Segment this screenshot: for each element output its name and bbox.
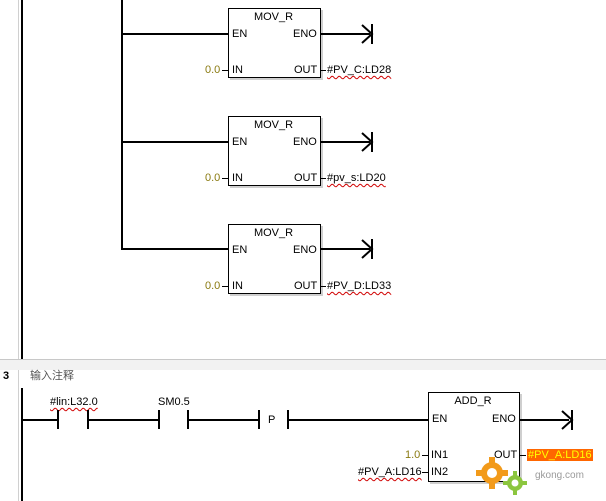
out-stub-3 [320,286,326,287]
add-in1-value[interactable]: 1.0 [405,449,421,461]
gkong-watermark-logo [476,457,527,495]
add-r-block[interactable] [428,392,520,482]
eno-wire-1 [320,33,370,35]
in-stub-3 [222,286,228,287]
mov-r-title-3: MOV_R [253,227,294,239]
out-value-1[interactable]: #PV_C:LD28 [327,64,392,76]
in-stub-2 [222,178,228,179]
rung-wire-d [288,419,428,421]
in-value-3[interactable]: 0.0 [205,280,221,292]
branch-vertical-wire [121,0,123,250]
add-out-value[interactable]: #PV_A:LD16 [527,449,593,461]
mov-r-block-1[interactable] [228,8,321,78]
contact-1-left-bar[interactable] [57,410,59,429]
out-pin-2: OUT [294,172,318,184]
in-value-2[interactable]: 0.0 [205,172,221,184]
contact-label-2[interactable]: SM0.5 [158,396,190,408]
add-in2-stub [422,472,428,473]
en-pin-3: EN [232,244,248,256]
out-stub-2 [320,178,326,179]
eno-pin-3: ENO [293,244,317,256]
add-r-title: ADD_R [454,395,492,407]
add-in1-stub [422,455,428,456]
en-pin-2: EN [232,136,248,148]
rung-wire-c [188,419,259,421]
out-value-2[interactable]: #pv_s:LD20 [327,172,386,184]
coil-arrow-icon-1 [361,24,374,44]
contact-2-left-bar[interactable] [158,410,160,429]
network-header-band [0,360,606,370]
out-stub-1 [320,70,326,71]
rung-wire-a [22,419,58,421]
add-in2-pin: IN2 [431,466,449,478]
en-wire-2 [121,141,228,143]
add-eno-pin: ENO [492,413,516,425]
power-rail-network-3 [21,388,23,501]
mov-r-block-3[interactable] [228,224,321,294]
in-pin-1: IN [232,64,243,76]
add-en-pin: EN [432,413,448,425]
en-pin-1: EN [232,28,248,40]
add-in2-value[interactable]: #PV_A:LD16 [358,466,422,478]
add-out-stub [519,455,526,456]
mov-r-title-1: MOV_R [253,11,294,23]
gutter-divider [18,0,19,501]
network-number[interactable]: 3 [3,370,10,382]
in-stub-1 [222,70,228,71]
out-pin-3: OUT [294,280,318,292]
p-contact-left-bar[interactable] [258,410,260,429]
coil-arrow-icon-3 [361,239,374,259]
add-out-pin: OUT [494,449,518,461]
mov-r-block-2[interactable] [228,116,321,186]
out-value-3[interactable]: #PV_D:LD33 [327,280,392,292]
p-contact-label[interactable]: P [268,414,276,426]
network-gutter [0,0,18,501]
eno-pin-1: ENO [293,28,317,40]
coil-arrow-icon-2 [361,132,374,152]
add-eno-wire [519,419,569,421]
out-pin-1: OUT [294,64,318,76]
network-separator [0,359,606,360]
en-wire-1 [121,33,228,35]
add-in1-pin: IN1 [431,449,449,461]
eno-wire-3 [320,248,370,250]
add-coil-arrow-icon [561,410,574,430]
rung-wire-b [88,419,159,421]
network-comment[interactable]: 输入注释 [30,370,74,382]
in-pin-3: IN [232,280,243,292]
power-rail-network-2 [21,0,23,359]
mov-r-title-2: MOV_R [253,119,294,131]
contact-label-1[interactable]: #lin:L32.0 [50,396,98,408]
eno-wire-2 [320,141,370,143]
in-pin-2: IN [232,172,243,184]
watermark-text: gkong.com [535,470,584,481]
en-wire-3 [121,248,228,250]
eno-pin-2: ENO [293,136,317,148]
in-value-1[interactable]: 0.0 [205,64,221,76]
